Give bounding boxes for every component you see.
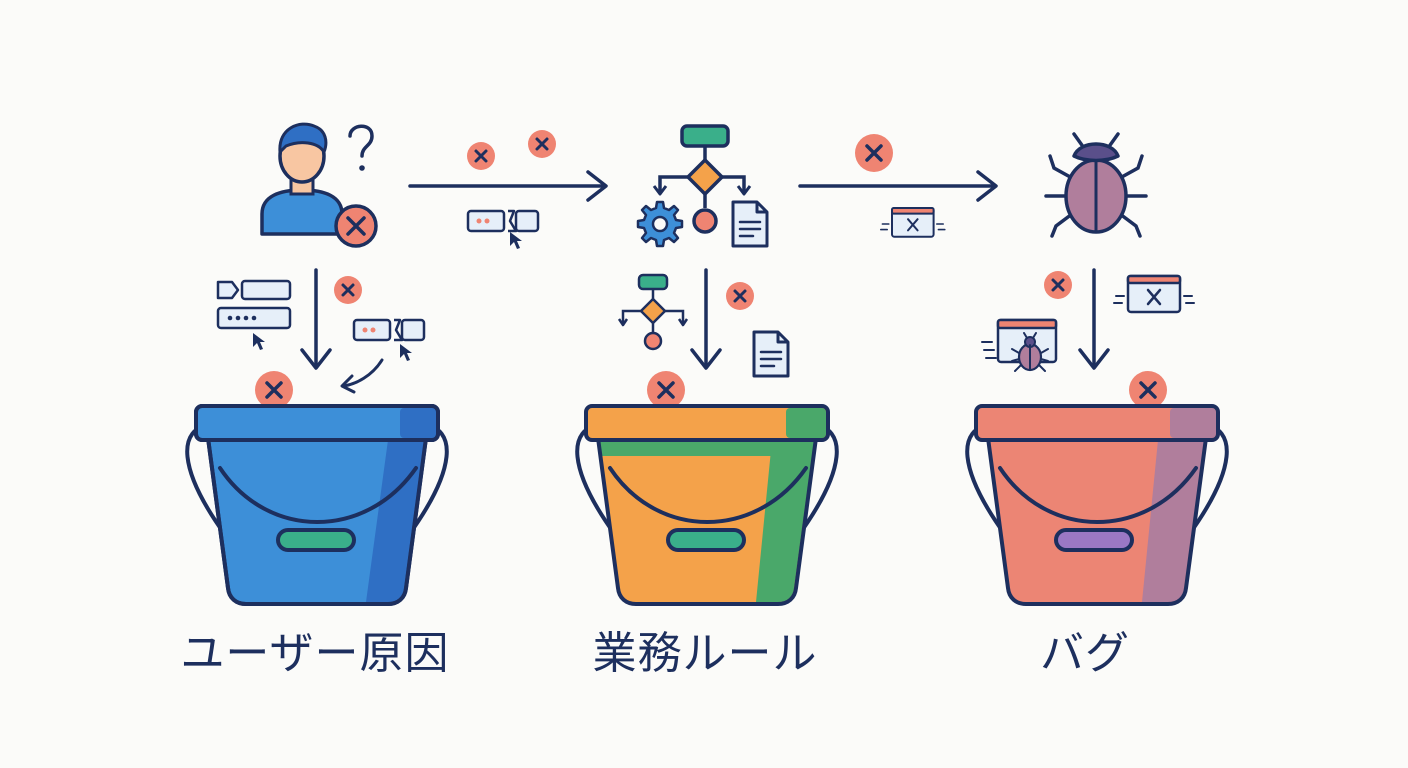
bucket-label-rule: 業務ルール: [592, 628, 818, 679]
arrow-into-rule-bucket: [690, 268, 722, 370]
bug-window-icon: [981, 318, 1058, 373]
bucket-rule: [575, 404, 839, 606]
error-badge-icon: [853, 132, 895, 174]
cursor-icon: [400, 344, 412, 361]
confused-user-icon: [260, 122, 378, 248]
error-badge-icon: [1127, 369, 1169, 411]
bucket-label-bug: バグ: [1040, 628, 1130, 679]
arrow-into-bug-bucket: [1078, 268, 1110, 370]
cursor-icon: [510, 232, 522, 249]
error-badge-icon: [645, 369, 687, 411]
curved-arrow: [340, 358, 384, 394]
broken-input-icon: [466, 209, 540, 233]
arrow-rule-to-bug: [798, 170, 998, 202]
flowchart-small-icon: [617, 273, 689, 351]
document-icon: [752, 330, 790, 378]
cursor-icon: [253, 333, 265, 350]
error-badge-icon: [526, 128, 558, 160]
bucket-user: [185, 404, 449, 606]
document-icon: [731, 200, 769, 248]
flowchart-icon: [652, 124, 752, 234]
error-badge-icon: [465, 140, 497, 172]
broken-form-icon: [216, 279, 292, 330]
broken-input-icon: [352, 318, 426, 342]
bug-icon: [1044, 132, 1148, 238]
bucket-bug: [965, 404, 1229, 606]
arrow-into-user-bucket: [300, 268, 332, 370]
error-badge-icon: [253, 369, 295, 411]
bucket-label-user: ユーザー原因: [180, 628, 450, 679]
error-badge-icon: [1042, 269, 1074, 301]
broken-window-icon: [1112, 274, 1196, 314]
error-badge-icon: [724, 280, 756, 312]
error-badge-icon: [332, 274, 364, 306]
arrow-user-to-rule: [408, 170, 608, 202]
gear-icon: [636, 200, 684, 248]
broken-window-icon: [879, 206, 946, 238]
